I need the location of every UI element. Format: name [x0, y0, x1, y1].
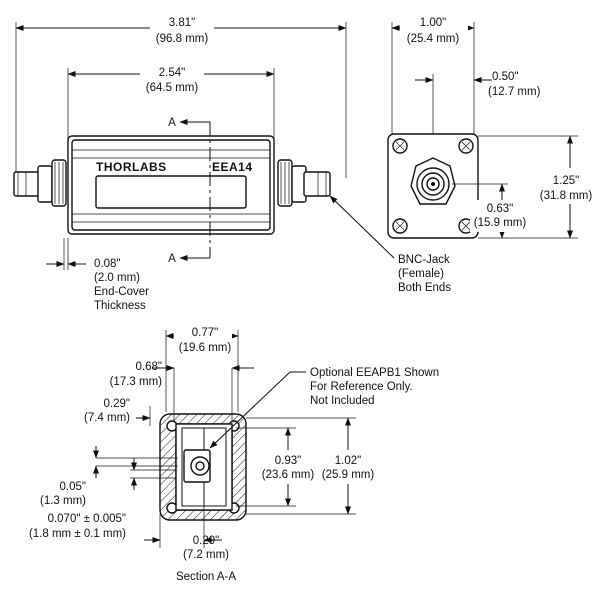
inner-width-dimension: 0.68" (17.3 mm) [110, 361, 254, 388]
center-height-dimension: 0.63" (15.9 mm) [470, 183, 534, 239]
height-mm: (31.8 mm) [540, 190, 593, 202]
width-inch: 1.00" [420, 17, 446, 29]
half-width-mm: (12.7 mm) [488, 86, 541, 98]
slot-mm: (1.8 mm ± 0.1 mm) [29, 528, 126, 540]
left-offset-inch: 0.29" [104, 398, 130, 410]
outer-width-dimension: 0.77" (19.6 mm) [165, 324, 239, 356]
wall-inch: 0.05" [60, 481, 86, 493]
section-caption: Section A-A [176, 571, 236, 583]
slot-inch: 0.070" ± 0.005" [48, 513, 126, 525]
overall-length-mm: (96.8 mm) [156, 33, 209, 45]
end-cover-note-1: End-Cover [94, 286, 149, 298]
section-mark-top: A [168, 117, 176, 129]
bnc-note: BNC-Jack (Female) Both Ends [329, 195, 451, 294]
overall-length-dimension: 3.81" (96.8 mm) [15, 14, 347, 48]
thorlabs-logo: THORLABS [96, 160, 167, 174]
outer-height-inch: 1.02" [335, 455, 361, 467]
model-label: EEA14 [212, 160, 253, 174]
top-view: 3.81" (96.8 mm) 2.54" (64.5 mm) [13, 14, 347, 312]
center-height-mm: (15.9 mm) [474, 217, 527, 229]
overall-length-inch: 3.81" [169, 17, 195, 29]
left-offset-mm: (7.4 mm) [84, 412, 130, 424]
optional-note: Optional EEAPB1 Shown For Reference Only… [209, 367, 439, 449]
body-length-inch: 2.54" [159, 67, 185, 79]
inner-width-inch: 0.68" [136, 361, 162, 373]
optional-note-line-2: For Reference Only. [310, 381, 413, 393]
width-dimension: 1.00" (25.4 mm) [391, 14, 475, 48]
height-dimension: 1.25" (31.8 mm) [536, 135, 600, 239]
inner-height-dimension: 0.93" (23.6 mm) [258, 427, 320, 507]
outer-width-mm: (19.6 mm) [179, 342, 232, 354]
end-plate [387, 133, 479, 239]
outer-height-dimension: 1.02" (25.9 mm) [318, 417, 380, 515]
section-line: A A [168, 117, 211, 265]
width-mm: (25.4 mm) [407, 33, 460, 45]
optional-note-line-3: Not Included [310, 395, 375, 407]
body-length-dimension: 2.54" (64.5 mm) [67, 62, 275, 96]
bnc-note-line-3: Both Ends [398, 282, 451, 294]
bnc-note-line-2: (Female) [398, 268, 444, 280]
slot-dimension: 0.070" ± 0.005" (1.8 mm ± 0.1 mm) [29, 458, 176, 540]
wall-dimension: 0.05" (1.3 mm) [40, 446, 178, 507]
bnc-note-line-1: BNC-Jack [398, 254, 450, 266]
section-view: 0.77" (19.6 mm) 0.68" (17.3 mm) 0.29" (7… [29, 324, 439, 583]
outer-height-mm: (25.9 mm) [322, 469, 375, 481]
end-cover-dimension: 0.08" (2.0 mm) End-Cover Thickness [46, 238, 149, 312]
center-height-inch: 0.63" [487, 203, 513, 215]
wall-mm: (1.3 mm) [40, 495, 86, 507]
half-width-dimension: 0.50" (12.7 mm) [415, 71, 541, 98]
bottom-offset-dimension: 0.29" (7.2 mm) [144, 506, 229, 561]
optional-note-line-1: Optional EEAPB1 Shown [310, 367, 439, 379]
end-cover-mm: (2.0 mm) [94, 272, 140, 284]
section-mark-bottom: A [168, 253, 176, 265]
left-bnc-connector [13, 159, 67, 207]
inner-height-mm: (23.6 mm) [262, 469, 315, 481]
inner-height-inch: 0.93" [275, 455, 301, 467]
left-offset-dimension: 0.29" (7.4 mm) [84, 398, 151, 426]
end-cover-inch: 0.08" [94, 258, 120, 270]
outer-width-inch: 0.77" [192, 327, 218, 339]
end-view: 1.00" (25.4 mm) 0.50" (12.7 mm) [329, 14, 600, 294]
bottom-offset-inch: 0.29" [193, 535, 219, 547]
end-cover-note-2: Thickness [94, 300, 146, 312]
bottom-offset-mm: (7.2 mm) [183, 549, 229, 561]
body-length-mm: (64.5 mm) [146, 82, 199, 94]
enclosure-body: THORLABS EEA14 [67, 135, 275, 235]
height-inch: 1.25" [553, 175, 579, 187]
housing-section [159, 413, 247, 521]
inner-width-mm: (17.3 mm) [110, 376, 163, 388]
half-width-inch: 0.50" [492, 71, 518, 83]
right-bnc-connector [277, 159, 331, 207]
